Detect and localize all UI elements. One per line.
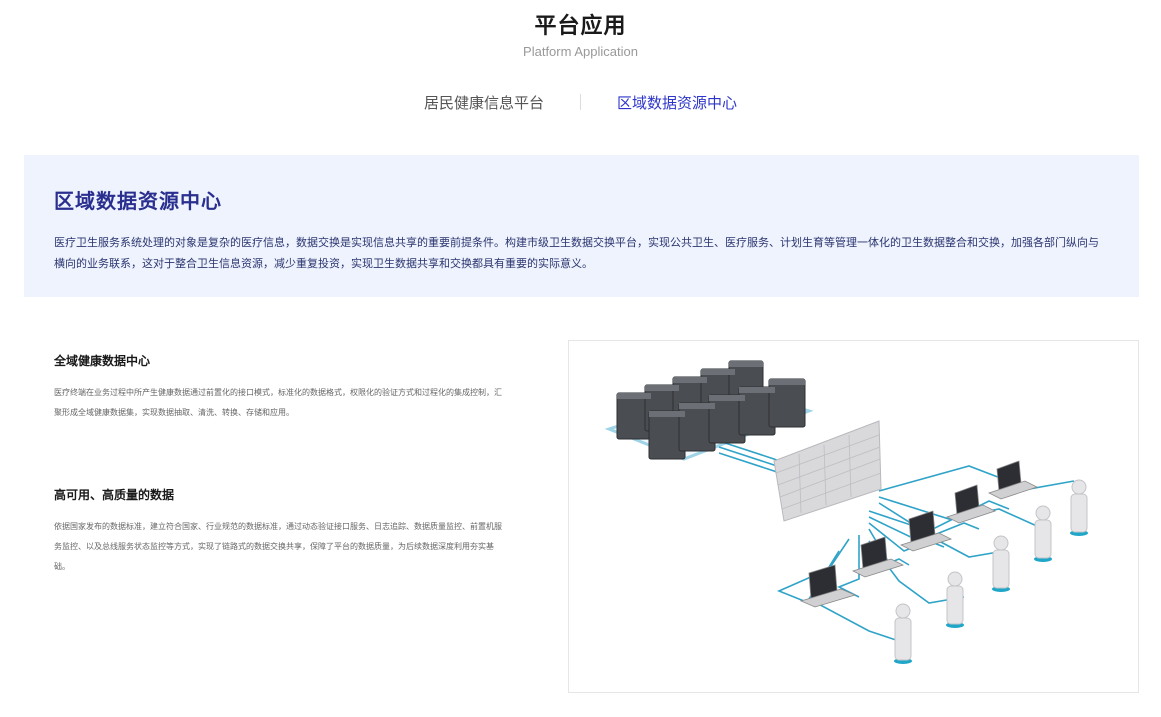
user-figure-icon xyxy=(894,479,1088,664)
feature-block-data-quality: 高可用、高质量的数据 依据国家发布的数据标准，建立符合国家、行业规范的数据标准，… xyxy=(54,486,504,577)
intro-title: 区域数据资源中心 xyxy=(54,189,222,213)
tab-regional-data-center[interactable]: 区域数据资源中心 xyxy=(617,93,738,112)
tab-separator xyxy=(580,94,581,110)
feature-description: 医疗终端在业务过程中所产生健康数据通过前置化的接口模式，标准化的数据格式，权限化… xyxy=(54,388,502,417)
intro-panel: 区域数据资源中心 医疗卫生服务系统处理的对象是复杂的医疗信息，数据交换是实现信息… xyxy=(24,155,1139,297)
laptop-icon xyxy=(799,460,1039,608)
firewall-icon xyxy=(773,420,882,522)
feature-title: 高可用、高质量的数据 xyxy=(54,488,175,502)
feature-block-data-center: 全域健康数据中心 医疗终端在业务过程中所产生健康数据通过前置化的接口模式，标准化… xyxy=(54,352,504,423)
tab-resident-health-platform[interactable]: 居民健康信息平台 xyxy=(423,93,544,112)
feature-description: 依据国家发布的数据标准，建立符合国家、行业规范的数据标准，通过动态验证接口服务、… xyxy=(54,522,502,571)
feature-title: 全域健康数据中心 xyxy=(54,354,151,368)
tab-bar: 居民健康信息平台 区域数据资源中心 xyxy=(0,90,1161,114)
server-cluster-icon xyxy=(616,360,806,460)
intro-text: 医疗卫生服务系统处理的对象是复杂的医疗信息，数据交换是实现信息共享的重要前提条件… xyxy=(54,236,1099,270)
page-title: 平台应用 xyxy=(534,14,627,39)
network-illustration xyxy=(568,340,1139,693)
page-subtitle: Platform Application xyxy=(523,44,638,59)
